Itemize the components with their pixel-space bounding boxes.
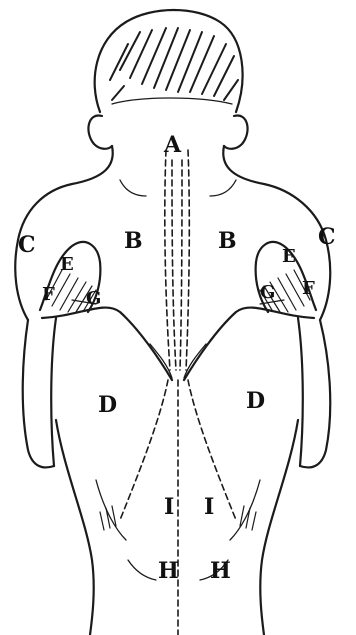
label-c-right: C [318,224,336,250]
label-e-right: E [282,246,296,267]
region-labels: A B B C C E E F F G G D D I I H H [18,132,336,584]
label-g-right: G [260,282,275,303]
hair-strokes [110,28,238,104]
label-a: A [163,132,182,158]
label-f-right: F [302,278,315,299]
label-h-left: H [158,558,179,584]
label-e-left: E [60,254,74,275]
label-b-right: B [218,228,237,254]
head [88,10,247,149]
label-i-left: I [164,494,174,520]
label-d-right: D [246,388,265,414]
label-f-left: F [42,284,55,305]
label-g-left: G [86,288,101,309]
label-h-right: H [210,558,231,584]
label-b-left: B [124,228,143,254]
label-d-left: D [98,392,117,418]
label-c-left: C [18,232,36,258]
label-i-right: I [204,494,214,520]
